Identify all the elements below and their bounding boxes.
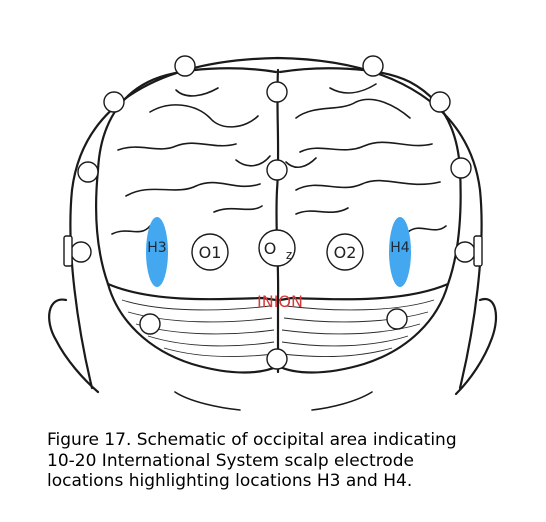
electrode-o1: O1 bbox=[191, 233, 229, 271]
electrode-o2: O2 bbox=[326, 233, 364, 271]
right-gyri bbox=[285, 83, 447, 233]
electrode-oz-subscript: z bbox=[286, 248, 292, 262]
caption-line: locations highlighting locations H3 and … bbox=[47, 471, 413, 491]
electrode-ring-dot bbox=[362, 55, 384, 77]
electrode-ring bbox=[70, 55, 476, 370]
left-ear-clip bbox=[63, 235, 73, 267]
electrode-ring-dot bbox=[174, 55, 196, 77]
electrode-ring-dot bbox=[266, 348, 288, 370]
electrode-h4: H4 bbox=[389, 217, 411, 287]
electrode-ring-dot bbox=[139, 313, 161, 335]
right-ear-clip bbox=[473, 235, 483, 267]
cerebellum-left bbox=[106, 282, 280, 374]
electrode-ring-dot bbox=[429, 91, 451, 113]
electrode-ring-dot bbox=[103, 91, 125, 113]
caption-line: Figure 17. Schematic of occipital area i… bbox=[47, 430, 457, 450]
electrode-o2-label: O2 bbox=[334, 243, 357, 262]
electrode-h3: H3 bbox=[146, 217, 168, 287]
cerebellum-hatching bbox=[121, 299, 435, 357]
electrode-oz-label: O bbox=[264, 239, 277, 258]
caption-line: 10-20 International System scalp electro… bbox=[47, 450, 414, 471]
neck bbox=[174, 391, 373, 411]
inion-label: INION bbox=[257, 292, 303, 311]
occipital-diagram: O1 O z O2 H3 H4 INION bbox=[48, 55, 498, 411]
cerebellum-right bbox=[276, 282, 450, 374]
electrode-ring-dot bbox=[77, 161, 99, 183]
electrode-ring-dot bbox=[70, 241, 92, 263]
electrode-oz: O z bbox=[258, 229, 296, 267]
electrode-ring-dot bbox=[386, 308, 408, 330]
electrode-ring-dot bbox=[266, 159, 288, 181]
left-gyri bbox=[111, 87, 271, 235]
electrode-o1-label: O1 bbox=[199, 243, 222, 262]
electrode-h4-highlight bbox=[389, 217, 411, 287]
right-ear bbox=[454, 297, 498, 396]
figure-caption: Figure 17. Schematic of occipital area i… bbox=[47, 430, 517, 492]
electrode-h3-highlight bbox=[146, 217, 168, 287]
midline-fissure bbox=[275, 68, 280, 374]
electrode-h4-label: H4 bbox=[390, 240, 410, 256]
electrode-h3-label: H3 bbox=[147, 240, 166, 256]
electrode-ring-dot bbox=[266, 81, 288, 103]
electrode-ring-dot bbox=[454, 241, 476, 263]
left-ear bbox=[48, 298, 100, 394]
electrode-ring-dot bbox=[450, 157, 472, 179]
